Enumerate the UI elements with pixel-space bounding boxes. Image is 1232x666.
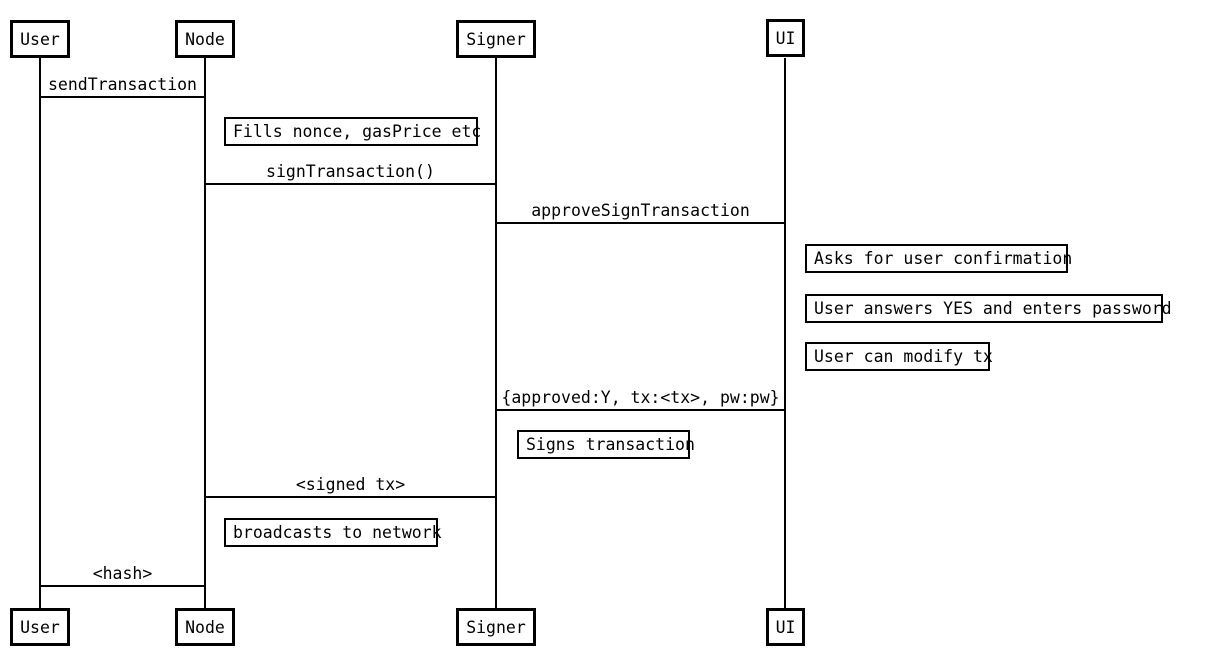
message-approve-sign-transaction: approveSignTransaction bbox=[495, 194, 786, 224]
message-line bbox=[495, 222, 786, 224]
actor-box-ui-top: UI bbox=[766, 19, 805, 57]
note-signs-transaction: Signs transaction bbox=[517, 430, 695, 459]
message-line bbox=[204, 496, 497, 498]
actor-box-signer-top: Signer bbox=[456, 20, 536, 58]
message-label: signTransaction() bbox=[266, 162, 435, 181]
message-line bbox=[39, 585, 206, 587]
lifeline-signer bbox=[495, 58, 497, 608]
message-label: approveSignTransaction bbox=[531, 201, 750, 220]
message-label: <signed tx> bbox=[295, 475, 406, 494]
message-label: <hash> bbox=[92, 564, 153, 583]
message-line bbox=[495, 409, 786, 411]
note-user-answers: User answers YES and enters password bbox=[805, 294, 1172, 323]
lifeline-node bbox=[204, 58, 206, 608]
actor-box-ui-bottom: UI bbox=[766, 608, 805, 646]
message-hash: <hash> bbox=[39, 557, 206, 587]
actor-box-node-bottom: Node bbox=[175, 608, 235, 646]
message-signed-tx: <signed tx> bbox=[204, 468, 497, 498]
actor-box-node-top: Node bbox=[175, 20, 235, 58]
message-sign-transaction: signTransaction() bbox=[204, 155, 497, 185]
message-approval-response: {approved:Y, tx:<tx>, pw:pw} bbox=[495, 381, 786, 411]
note-user-can-modify: User can modify tx bbox=[805, 342, 993, 371]
actor-box-user-top: User bbox=[10, 20, 70, 58]
actor-box-signer-bottom: Signer bbox=[456, 608, 536, 646]
lifeline-ui bbox=[784, 58, 786, 608]
lifeline-user bbox=[39, 58, 41, 608]
message-label: sendTransaction bbox=[47, 75, 197, 94]
note-fills-nonce: Fills nonce, gasPrice etc bbox=[224, 117, 481, 146]
note-asks-confirmation: Asks for user confirmation bbox=[805, 244, 1072, 273]
message-line bbox=[204, 183, 497, 185]
note-broadcasts: broadcasts to network bbox=[224, 518, 442, 547]
message-line bbox=[39, 96, 206, 98]
actor-box-user-bottom: User bbox=[10, 608, 70, 646]
message-label: {approved:Y, tx:<tx>, pw:pw} bbox=[501, 388, 780, 407]
message-send-transaction: sendTransaction bbox=[39, 68, 206, 98]
